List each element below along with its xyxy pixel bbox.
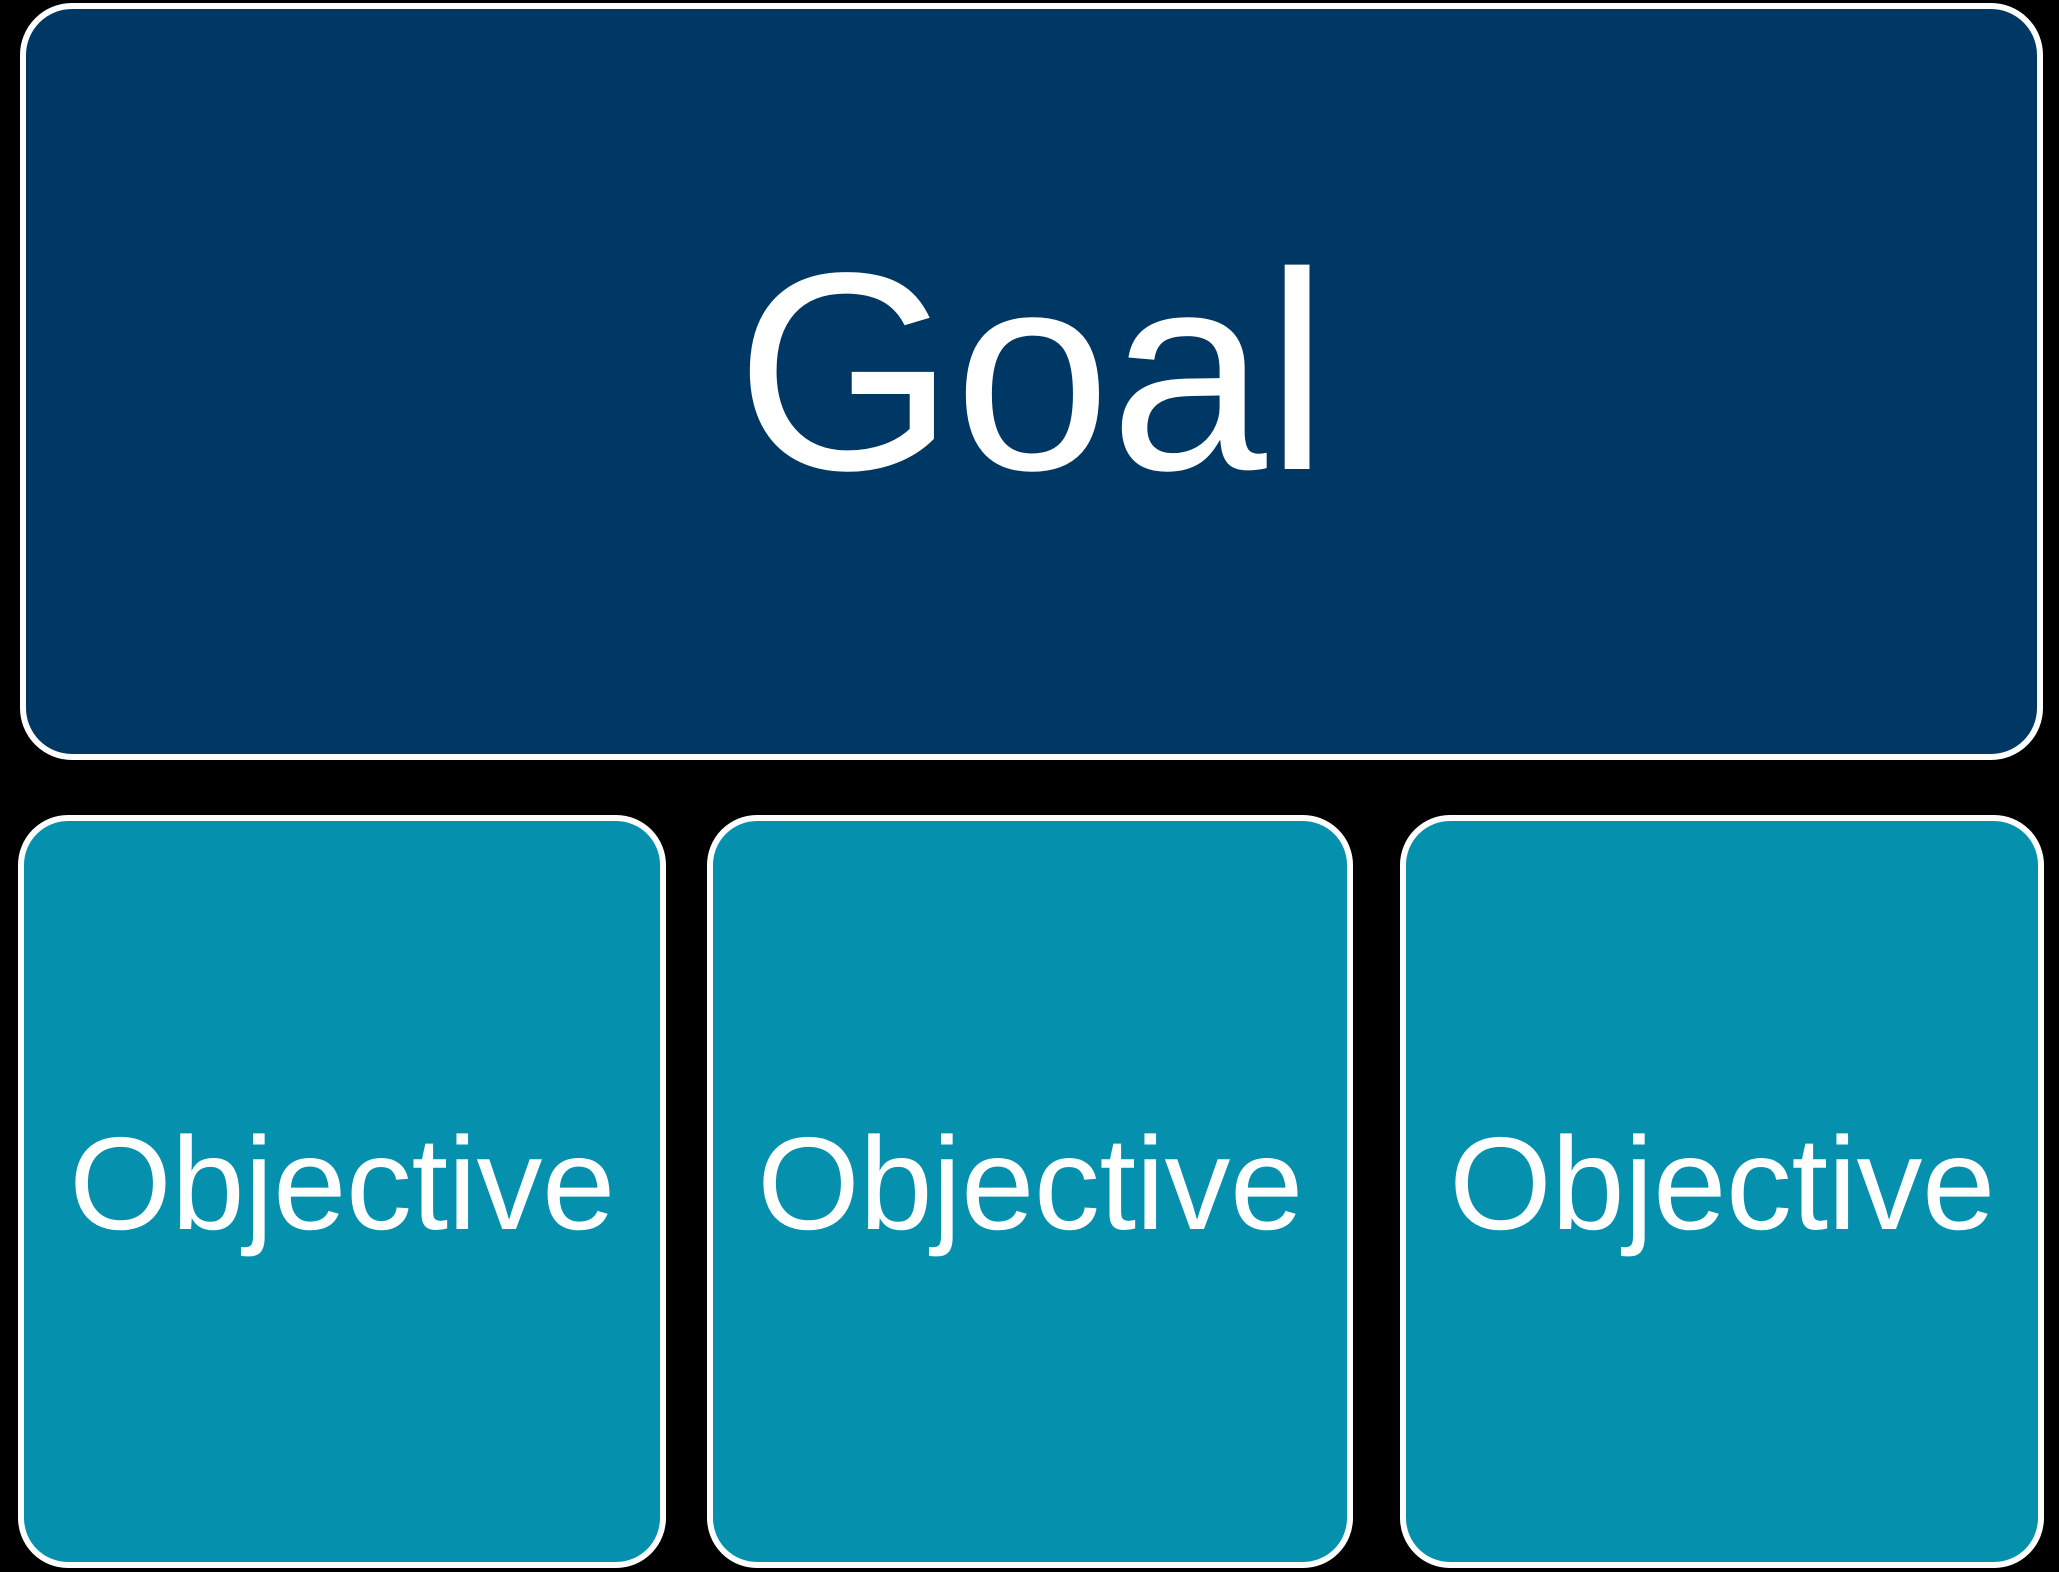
objective-node-1-label: Objective [69,1109,615,1257]
objective-node-1[interactable]: Objective [18,815,666,1568]
goal-node-label: Goal [735,213,1329,529]
objective-node-3[interactable]: Objective [1400,815,2044,1568]
objective-node-3-label: Objective [1449,1109,1995,1257]
goal-node[interactable]: Goal [20,3,2043,760]
objective-node-2-label: Objective [757,1109,1303,1257]
objective-node-2[interactable]: Objective [707,815,1353,1568]
